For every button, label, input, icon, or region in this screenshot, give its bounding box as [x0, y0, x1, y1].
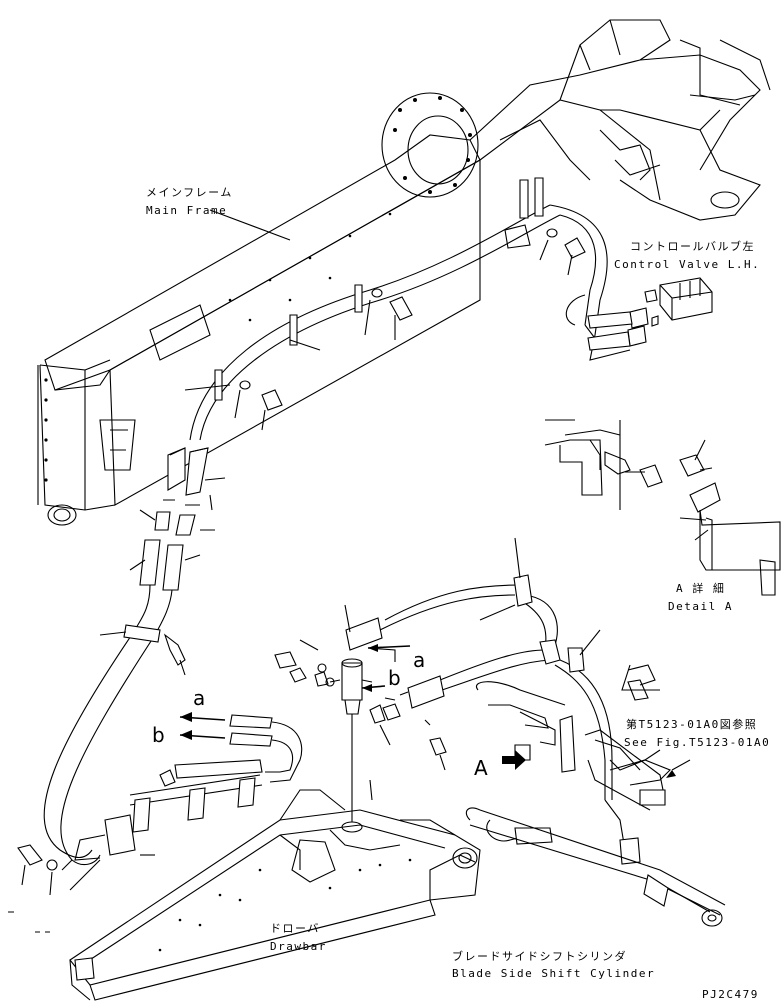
hose-routing-frame [184, 177, 641, 441]
drawbar-label-en: Drawbar [270, 940, 327, 953]
control-valve [565, 277, 713, 351]
control-valve-label-en: Control Valve L.H. [614, 258, 760, 271]
drawbar: ドローバ Drawbar [69, 789, 481, 1001]
hose-loop-lower [8, 624, 186, 933]
cylinder-label-jp: ブレードサイドシフトシリンダ [452, 949, 627, 963]
detail-a-label-jp: A 詳 細 [676, 581, 725, 595]
center-valve-assembly [274, 604, 447, 833]
hose-fittings-upper [129, 447, 226, 636]
callout-a-lower: a [193, 686, 205, 710]
control-valve-label-jp: コントロールバルブ左 [630, 239, 755, 253]
see-fig-label-jp: 第T5123-01A0図参照 [626, 717, 757, 731]
flange-bolts [393, 96, 472, 194]
frame-end-plate-holes [44, 378, 48, 482]
hose-routing-middle [379, 537, 660, 800]
main-frame-label-en: Main Frame [146, 204, 227, 217]
main-frame-label: メインフレーム Main Frame [146, 186, 291, 241]
blade-side-shift-cylinder: A ブレードサイドシフトシリンダ Blade Side Shift Cylind… [452, 681, 726, 980]
callout-a-upper: a [413, 648, 425, 672]
cylinder-label-en: Blade Side Shift Cylinder [452, 967, 655, 980]
drawbar-holes [158, 858, 412, 952]
main-frame-label-jp: メインフレーム [146, 186, 233, 199]
callout-b-upper: b [388, 666, 401, 690]
frame-holes [228, 212, 392, 322]
hose-ab-drawbar [69, 714, 303, 891]
callout-b-lower: b [152, 723, 165, 747]
see-fig-label-en: See Fig.T5123-01A0 [624, 736, 770, 749]
reference-note: 第T5123-01A0図参照 See Fig.T5123-01A0 [609, 717, 770, 786]
callouts: a b a b [152, 644, 425, 747]
detail-a: A 詳 細 Detail A [544, 419, 781, 613]
detail-a-label-en: Detail A [668, 600, 733, 613]
drawing-number: PJ2C479 [702, 988, 759, 1001]
control-valve-label: コントロールバルブ左 Control Valve L.H. [614, 239, 760, 271]
drawbar-label-jp: ドローバ [270, 922, 320, 935]
main-frame [37, 19, 771, 526]
view-a-marker: A [474, 756, 488, 780]
